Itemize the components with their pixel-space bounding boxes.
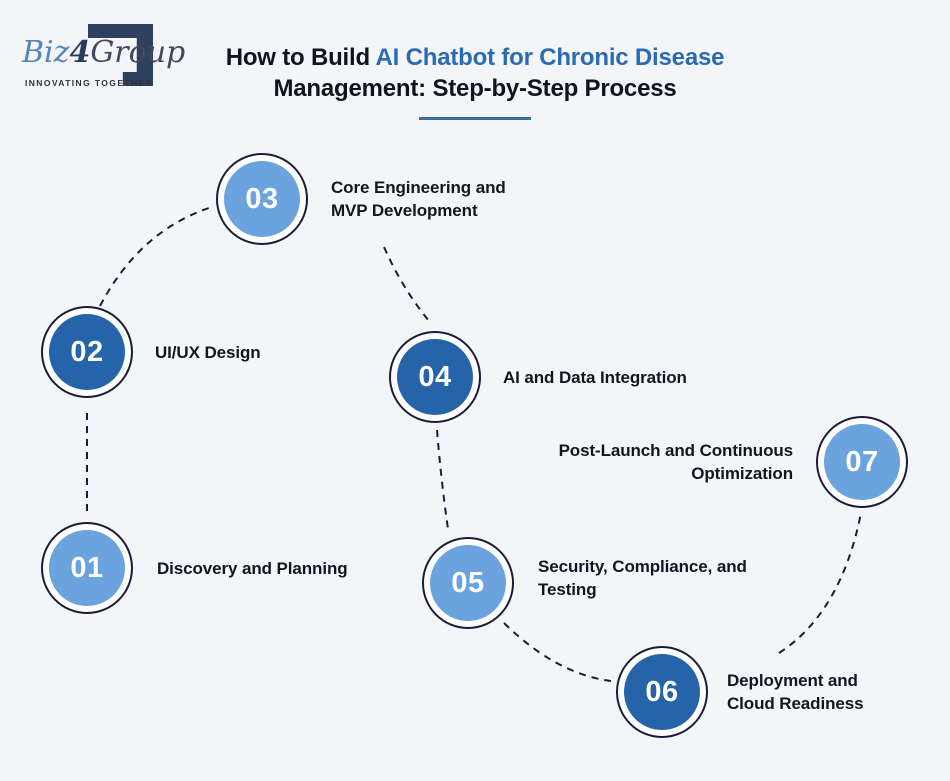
step-01-label: Discovery and Planning	[157, 559, 348, 578]
step-04-circle: 04	[397, 339, 473, 415]
brand-name-part2: 4	[69, 35, 91, 70]
title-prefix: How to Build	[225, 44, 376, 71]
title-line2: Management: Step-by-Step Process	[273, 75, 677, 102]
page-header: How to Build AI Chatbot for Chronic Dise…	[0, 42, 950, 120]
page-title: How to Build AI Chatbot for Chronic Dise…	[0, 42, 950, 104]
brand-name-part1: Biz	[22, 35, 70, 70]
connector-06-07	[778, 512, 862, 654]
step-01-number: 01	[70, 551, 104, 584]
step-07-label: Post-Launch and Continuous Optimization	[558, 441, 794, 483]
step-06-number: 06	[645, 675, 679, 708]
connector-04-05	[436, 429, 449, 530]
brand-logo: Biz4Group INNOVATING TOGETHER	[22, 22, 185, 96]
title-highlight: AI Chatbot for Chronic Disease	[375, 44, 725, 71]
step-01-circle: 01	[49, 530, 125, 606]
connector-05-06	[503, 622, 612, 682]
connector-03-04	[383, 246, 430, 322]
title-underline	[419, 117, 531, 120]
brand-name-part3: Group	[90, 35, 186, 70]
step-02-label: UI/UX Design	[155, 343, 261, 362]
step-03-circle: 03	[224, 161, 300, 237]
step-05-circle: 05	[430, 545, 506, 621]
logo-bracket-icon	[88, 24, 153, 86]
brand-name: Biz4Group	[22, 36, 185, 70]
step-06-circle: 06	[624, 654, 700, 730]
step-05-number: 05	[451, 566, 485, 599]
step-05-label: Security, Compliance, and Testing	[538, 557, 747, 599]
brand-tagline: INNOVATING TOGETHER	[25, 78, 154, 88]
step-03-label: Core Engineering and MVP Development	[331, 178, 506, 220]
step-07-circle: 07	[824, 424, 900, 500]
step-04-label: AI and Data Integration	[503, 368, 687, 387]
step-02-circle: 02	[49, 314, 125, 390]
step-07-number: 07	[845, 445, 879, 478]
step-06-label: Deployment and Cloud Readiness	[727, 671, 864, 713]
step-03-number: 03	[245, 182, 279, 215]
connector-02-03	[99, 206, 213, 307]
step-02-number: 02	[70, 335, 104, 368]
step-04-number: 04	[418, 360, 452, 393]
